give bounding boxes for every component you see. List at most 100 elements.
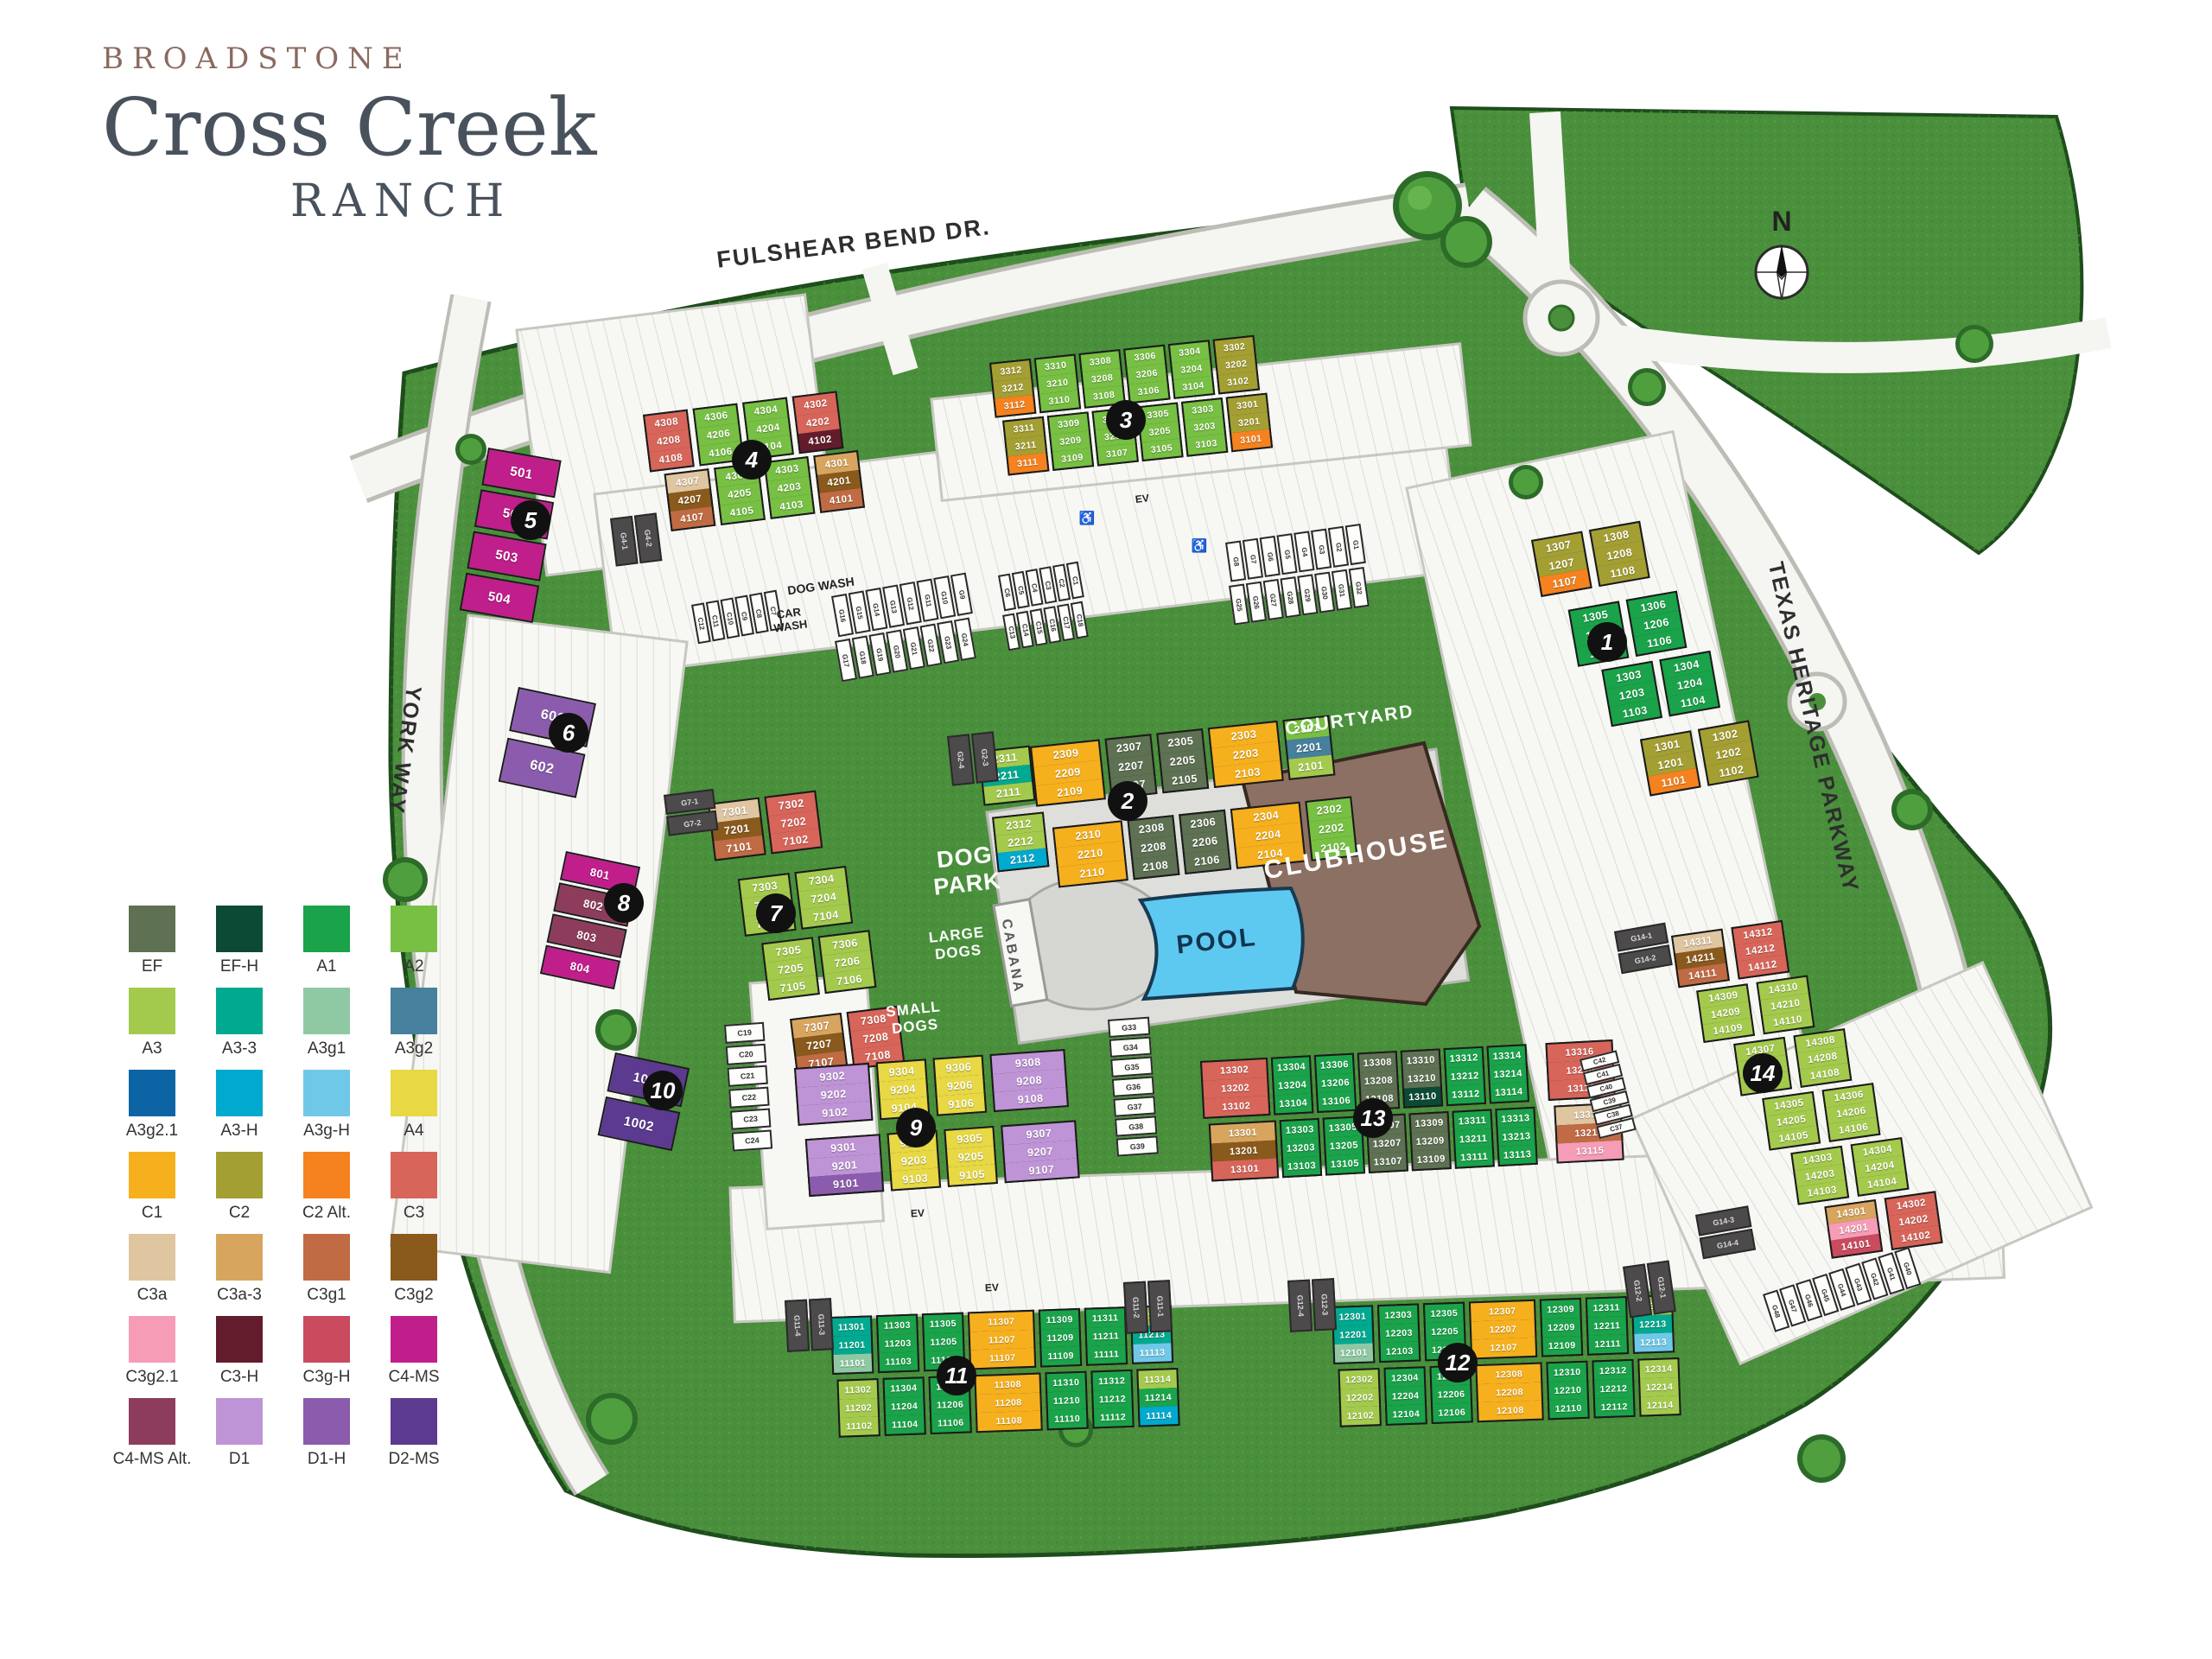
- garage-G12-3[interactable]: G12-3: [1311, 1278, 1338, 1332]
- carport-G37[interactable]: G37: [1113, 1096, 1156, 1117]
- carport-C23[interactable]: C23: [729, 1108, 772, 1130]
- building-marker-3[interactable]: 3: [1106, 400, 1146, 440]
- garage-G4-1[interactable]: G4-1: [610, 515, 639, 567]
- garage-G11-3[interactable]: G11-3: [808, 1298, 835, 1351]
- carport-G1[interactable]: G1: [1344, 524, 1366, 566]
- garage-G12-4[interactable]: G12-4: [1287, 1279, 1313, 1332]
- building-marker-13[interactable]: 13: [1353, 1098, 1393, 1138]
- unit-stack[interactable]: 501: [481, 448, 562, 499]
- garage-G2-4[interactable]: G2-4: [947, 734, 975, 786]
- carport-G36[interactable]: G36: [1111, 1076, 1155, 1097]
- building-marker-11[interactable]: 11: [937, 1356, 976, 1395]
- garage-G11-4[interactable]: G11-4: [785, 1299, 810, 1352]
- building-marker-4[interactable]: 4: [732, 440, 772, 480]
- building-marker-14[interactable]: 14: [1743, 1053, 1783, 1093]
- building-marker-9[interactable]: 9: [896, 1108, 936, 1147]
- carport-G38[interactable]: G38: [1115, 1116, 1158, 1137]
- unit-stack[interactable]: 504: [459, 572, 540, 624]
- garage-G11-1[interactable]: G11-1: [1147, 1280, 1173, 1333]
- carport-C24[interactable]: C24: [731, 1129, 773, 1152]
- building-marker-1[interactable]: 1: [1587, 622, 1627, 662]
- carport-C21[interactable]: C21: [727, 1065, 768, 1087]
- building-marker-7[interactable]: 7: [756, 893, 796, 933]
- carport-C22[interactable]: C22: [728, 1086, 770, 1109]
- carport-C19[interactable]: C19: [724, 1021, 766, 1044]
- building-marker-2[interactable]: 2: [1108, 781, 1147, 821]
- building-marker-6[interactable]: 6: [549, 713, 588, 753]
- building-marker-12[interactable]: 12: [1438, 1343, 1478, 1382]
